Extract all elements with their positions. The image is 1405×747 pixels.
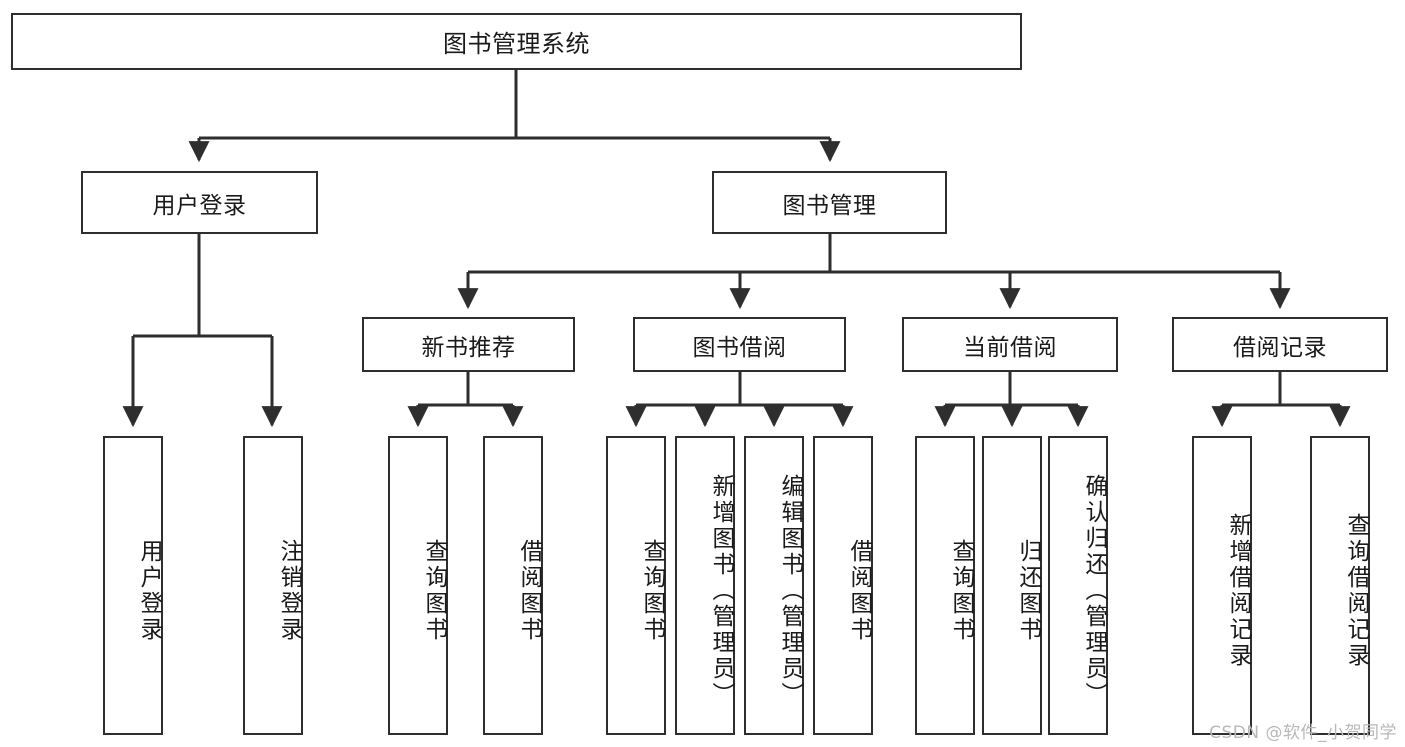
leaf-add-borrow-record-label: 新增借阅记录 (1225, 512, 1251, 669)
node-borrow-record-label: 借阅记录 (1233, 334, 1327, 361)
leaf-query-book-current-label: 查询图书 (948, 538, 974, 643)
leaf-return-book-label: 归还图书 (1015, 538, 1041, 643)
node-new-book-recommend-label: 新书推荐 (421, 334, 516, 361)
leaf-confirm-return-admin-label: 确认归还（管理员） (1081, 473, 1107, 708)
leaf-add-borrow-record[interactable]: 新增借阅记录 (1192, 436, 1252, 735)
leaf-borrow-book-recommend-label: 借阅图书 (516, 538, 542, 643)
leaf-add-book-admin-label: 新增图书（管理员） (708, 473, 734, 708)
leaf-edit-book-admin[interactable]: 编辑图书（管理员） (744, 436, 804, 735)
node-current-borrow[interactable]: 当前借阅 (902, 317, 1118, 372)
node-book-borrow-label: 图书借阅 (692, 334, 787, 361)
leaf-borrow-book-recommend[interactable]: 借阅图书 (483, 436, 543, 735)
node-user-login[interactable]: 用户登录 (81, 171, 318, 234)
node-book-management[interactable]: 图书管理 (712, 171, 947, 234)
leaf-logout-label: 注销登录 (276, 538, 302, 643)
leaf-confirm-return-admin[interactable]: 确认归还（管理员） (1048, 436, 1108, 735)
leaf-return-book[interactable]: 归还图书 (982, 436, 1042, 735)
node-current-borrow-label: 当前借阅 (963, 334, 1057, 361)
leaf-borrow-book[interactable]: 借阅图书 (813, 436, 873, 735)
leaf-edit-book-admin-label: 编辑图书（管理员） (777, 473, 803, 708)
node-root-label: 图书管理系统 (443, 30, 590, 58)
leaf-query-book-recommend-label: 查询图书 (421, 538, 447, 643)
leaf-user-login-label: 用户登录 (136, 538, 162, 643)
leaf-user-login[interactable]: 用户登录 (103, 436, 163, 735)
node-book-borrow[interactable]: 图书借阅 (633, 317, 846, 372)
watermark: CSDN @软件_小贺同学 (1209, 723, 1397, 743)
node-root[interactable]: 图书管理系统 (11, 13, 1022, 70)
node-user-login-label: 用户登录 (152, 192, 247, 219)
node-borrow-record[interactable]: 借阅记录 (1172, 317, 1388, 372)
leaf-query-book-borrow-label: 查询图书 (639, 538, 665, 643)
leaf-query-book-recommend[interactable]: 查询图书 (388, 436, 448, 735)
leaf-logout[interactable]: 注销登录 (243, 436, 303, 735)
node-book-management-label: 图书管理 (782, 192, 877, 219)
leaf-borrow-book-label: 借阅图书 (846, 538, 872, 643)
node-new-book-recommend[interactable]: 新书推荐 (362, 317, 575, 372)
leaf-query-borrow-record-label: 查询借阅记录 (1343, 512, 1369, 669)
leaf-query-book-borrow[interactable]: 查询图书 (606, 436, 666, 735)
leaf-query-book-current[interactable]: 查询图书 (915, 436, 975, 735)
leaf-add-book-admin[interactable]: 新增图书（管理员） (675, 436, 735, 735)
leaf-query-borrow-record[interactable]: 查询借阅记录 (1310, 436, 1370, 735)
